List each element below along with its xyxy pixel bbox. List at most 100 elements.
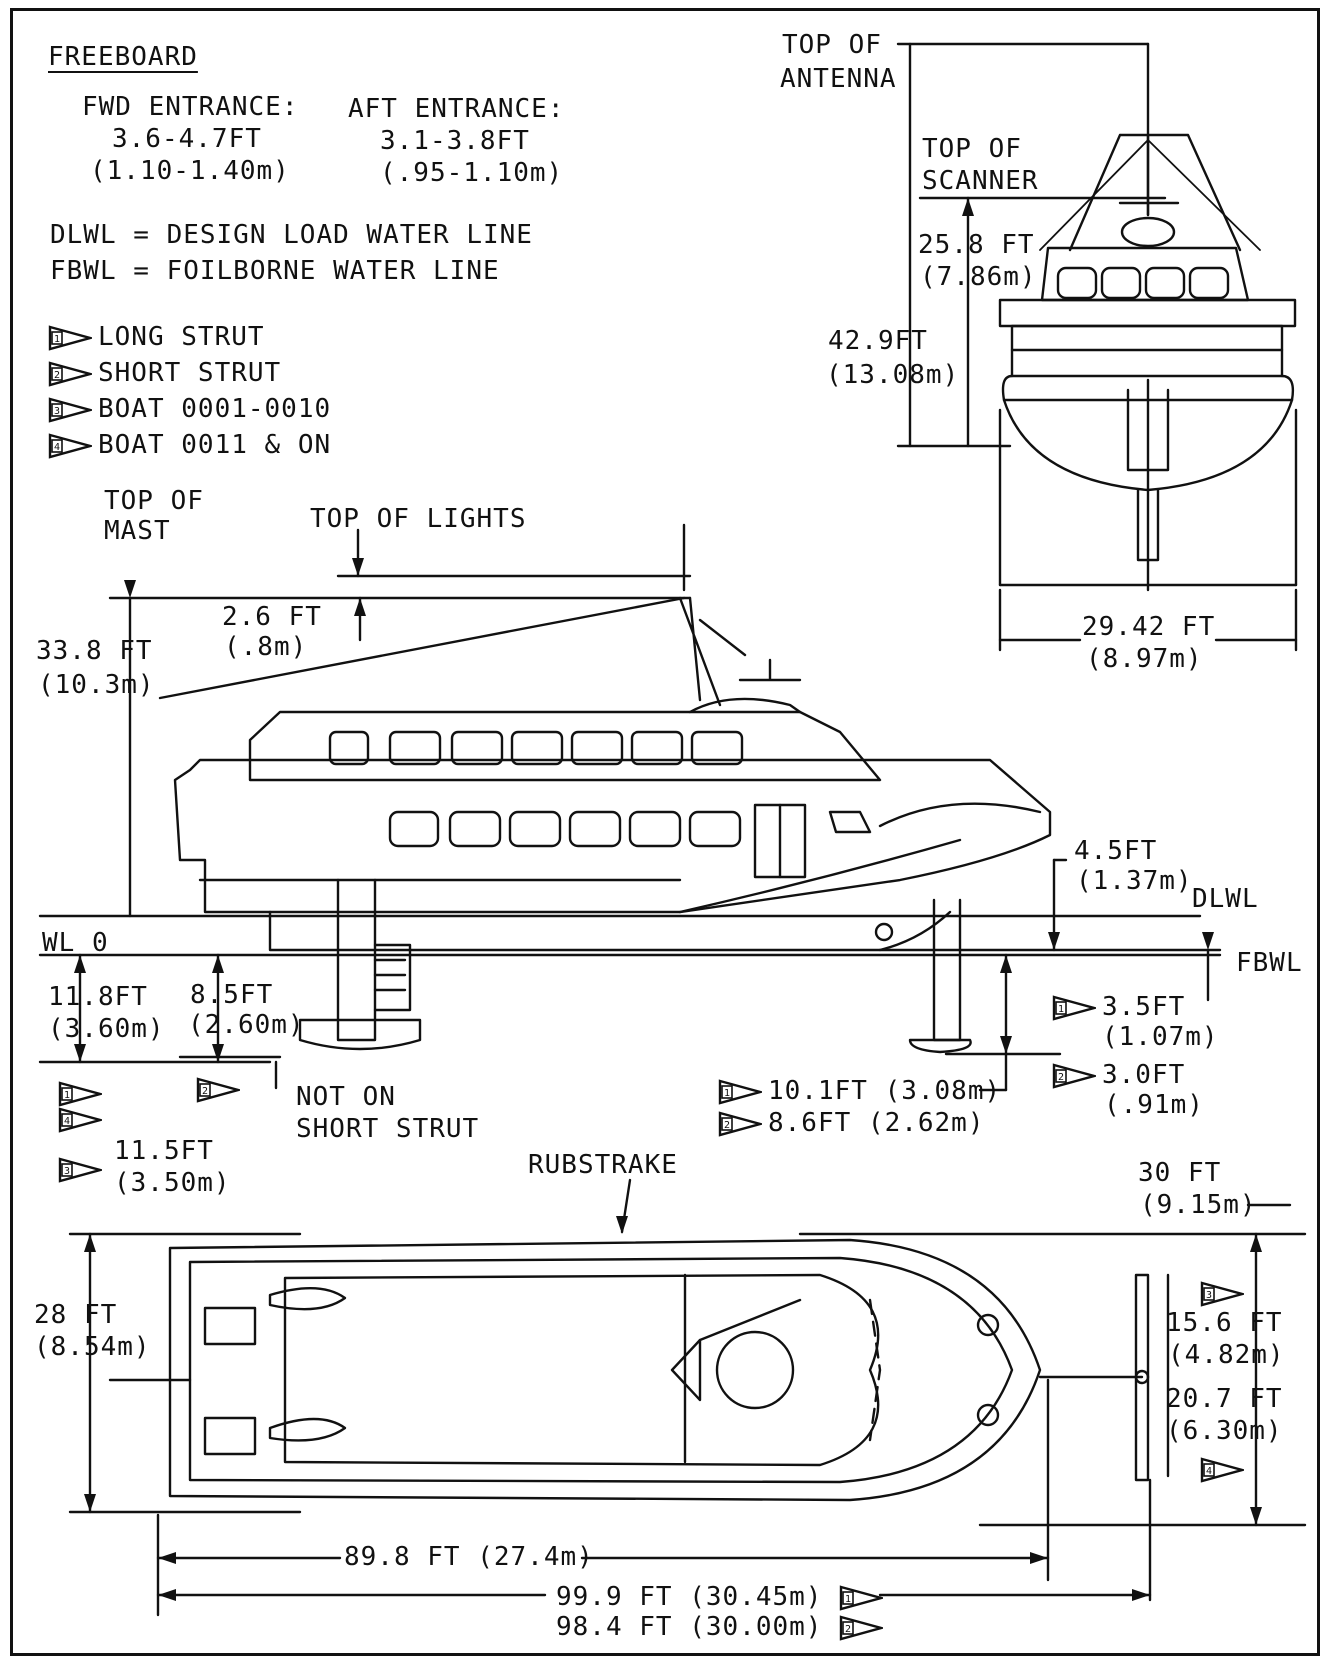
overall-length-2: 98.4 FT (30.00m) bbox=[556, 1612, 823, 1642]
svg-text:2: 2 bbox=[54, 370, 61, 381]
foil-3-ft: 15.6 FT bbox=[1166, 1308, 1283, 1338]
note-2-text: SHORT STRUT bbox=[98, 358, 282, 388]
front-view bbox=[896, 42, 1298, 652]
foil-4-m: (6.30m) bbox=[1166, 1416, 1283, 1446]
fwd-depth-2-triangle-icon: 2 bbox=[1052, 1062, 1099, 1089]
aft-short-draft-ft: 8.5FT bbox=[190, 980, 274, 1010]
fwd-depth-2-m: (.91m) bbox=[1104, 1090, 1204, 1120]
scanner-height-m: (7.86m) bbox=[920, 262, 1037, 292]
fwd-draft-2: 2 8.6FT (2.62m) bbox=[718, 1108, 985, 1138]
note-4-triangle-icon: 4 bbox=[48, 432, 95, 459]
note-4-text: BOAT 0011 & ON bbox=[98, 430, 332, 460]
aft-draft-m: (3.60m) bbox=[48, 1014, 165, 1044]
fwd-depth-1-m: (1.07m) bbox=[1102, 1022, 1219, 1052]
beam-total-ft: 30 FT bbox=[1138, 1158, 1222, 1188]
top-of-lights-label: TOP OF LIGHTS bbox=[310, 504, 527, 534]
wl0-label: WL 0 bbox=[42, 928, 109, 958]
note-3: 3 BOAT 0001-0010 bbox=[48, 394, 331, 424]
freeboard-dim-ft: 4.5FT bbox=[1074, 836, 1158, 866]
lights-dim-m: (.8m) bbox=[224, 632, 308, 662]
fwd-draft-2-triangle-icon: 2 bbox=[718, 1110, 765, 1137]
note-1-triangle-icon: 1 bbox=[48, 324, 95, 351]
svg-text:4: 4 bbox=[54, 442, 61, 453]
svg-text:1: 1 bbox=[54, 334, 61, 345]
mast-height-m: (10.3m) bbox=[38, 670, 155, 700]
svg-text:2: 2 bbox=[724, 1120, 731, 1131]
top-of-mast-label-2: MAST bbox=[104, 516, 171, 546]
foil-marker-3-triangle-icon: 3 bbox=[1200, 1280, 1247, 1307]
aft-marker-3-triangle-icon: 3 bbox=[58, 1156, 105, 1183]
svg-text:1: 1 bbox=[724, 1088, 731, 1099]
aft-marker-2-triangle-icon: 2 bbox=[196, 1076, 243, 1103]
fwd-entrance-m: (1.10-1.40m) bbox=[90, 156, 290, 186]
plan-view bbox=[68, 1178, 1307, 1617]
foil-marker-4: 4 bbox=[1200, 1454, 1250, 1484]
fbwl-definition: FBWL = FOILBORNE WATER LINE bbox=[50, 256, 500, 286]
svg-text:4: 4 bbox=[64, 1116, 71, 1127]
note-4: 4 BOAT 0011 & ON bbox=[48, 430, 331, 460]
fwd-entrance-ft: 3.6-4.7FT bbox=[112, 124, 262, 154]
not-on-short-strut-1: NOT ON bbox=[296, 1082, 396, 1112]
main-windows bbox=[388, 810, 742, 848]
aft-entrance-label: AFT ENTRANCE: bbox=[348, 94, 565, 124]
freeboard-dim-m: (1.37m) bbox=[1076, 866, 1193, 896]
antenna-height-m: (13.08m) bbox=[826, 360, 960, 390]
lights-dim-ft: 2.6 FT bbox=[222, 602, 322, 632]
aft-marker-1-triangle-icon: 1 bbox=[58, 1080, 105, 1107]
svg-text:3: 3 bbox=[64, 1166, 71, 1177]
length-2-triangle-icon: 2 bbox=[839, 1614, 886, 1641]
top-of-scanner-label-2: SCANNER bbox=[922, 166, 1039, 196]
aft-draft-ft: 11.8FT bbox=[48, 982, 148, 1012]
freeboard-title: FREEBOARD bbox=[48, 42, 198, 72]
svg-text:1: 1 bbox=[1058, 1004, 1065, 1015]
fwd-draft-1-triangle-icon: 1 bbox=[718, 1078, 765, 1105]
aft-marker-1: 1 bbox=[58, 1078, 108, 1108]
svg-text:2: 2 bbox=[845, 1624, 852, 1635]
fwd-entrance-label: FWD ENTRANCE: bbox=[82, 92, 299, 122]
fwd-depth-1-triangle-icon: 1 bbox=[1052, 994, 1099, 1021]
dlwl-label: DLWL bbox=[1192, 884, 1259, 914]
front-width-ft: 29.42 FT bbox=[1082, 612, 1216, 642]
svg-text:1: 1 bbox=[64, 1090, 71, 1101]
side-view bbox=[38, 523, 1222, 1092]
svg-text:2: 2 bbox=[202, 1086, 209, 1097]
top-of-antenna-label-1: TOP OF bbox=[782, 30, 882, 60]
aft-marker-4: 4 bbox=[58, 1104, 108, 1134]
svg-text:3: 3 bbox=[1206, 1290, 1213, 1301]
upper-windows bbox=[328, 730, 744, 766]
aft-marker-4-triangle-icon: 4 bbox=[58, 1106, 105, 1133]
aft-entrance-m: (.95-1.10m) bbox=[380, 158, 564, 188]
antenna-height-ft: 42.9FT bbox=[828, 326, 928, 356]
aft-entrance-ft: 3.1-3.8FT bbox=[380, 126, 530, 156]
dimension-arrows bbox=[74, 198, 1262, 1601]
hull-length: 89.8 FT (27.4m) bbox=[344, 1542, 594, 1572]
scanner-height-ft: 25.8 FT bbox=[918, 230, 1035, 260]
dlwl-definition: DLWL = DESIGN LOAD WATER LINE bbox=[50, 220, 533, 250]
note-3-triangle-icon: 3 bbox=[48, 396, 95, 423]
overall-length-1-row: 99.9 FT (30.45m) 1 bbox=[556, 1582, 889, 1612]
top-of-antenna-label-2: ANTENNA bbox=[780, 64, 897, 94]
top-of-scanner-label-1: TOP OF bbox=[922, 134, 1022, 164]
foil-marker-4-triangle-icon: 4 bbox=[1200, 1456, 1247, 1483]
note-2: 2 SHORT STRUT bbox=[48, 358, 281, 388]
rubstrake-label: RUBSTRAKE bbox=[528, 1150, 678, 1180]
svg-text:4: 4 bbox=[1206, 1466, 1213, 1477]
beam-total-m: (9.15m) bbox=[1140, 1190, 1257, 1220]
overall-length-2-row: 98.4 FT (30.00m) 2 bbox=[556, 1612, 889, 1642]
note-3-text: BOAT 0001-0010 bbox=[98, 394, 332, 424]
drawing-frame bbox=[10, 8, 1320, 1656]
note-1-text: LONG STRUT bbox=[98, 322, 265, 352]
note-1: 1 LONG STRUT bbox=[48, 322, 265, 352]
fwd-depth-2-ft: 3.0FT bbox=[1102, 1060, 1186, 1090]
foil-3-m: (4.82m) bbox=[1168, 1340, 1285, 1370]
aft-marker-2: 2 bbox=[196, 1074, 246, 1104]
svg-text:3: 3 bbox=[54, 406, 61, 417]
aft-b3-ft: 11.5FT bbox=[114, 1136, 214, 1166]
fbwl-label: FBWL bbox=[1236, 948, 1303, 978]
foil-marker-3: 3 bbox=[1200, 1278, 1250, 1308]
fwd-draft-2-value: 8.6FT (2.62m) bbox=[768, 1108, 985, 1138]
